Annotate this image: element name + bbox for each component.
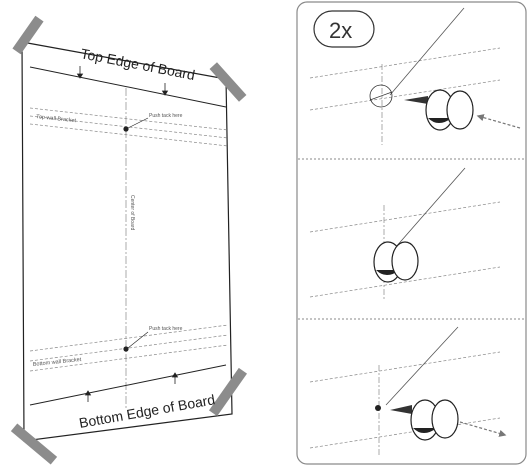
multiplier-badge — [313, 10, 375, 48]
tape-bottom-left — [10, 423, 58, 465]
bottom-edge-arrows — [84, 372, 179, 402]
step-2 — [309, 167, 501, 300]
steps-panel: 2x — [296, 1, 527, 465]
bottom-tack-label: Push tack here — [149, 326, 183, 332]
top-tack-leader — [127, 117, 149, 129]
steps-panel-border — [296, 1, 527, 465]
bottom-edge-line — [29, 364, 227, 406]
step-3-arrow — [459, 421, 507, 437]
step-3-bracket-lines — [309, 351, 501, 449]
bottom-bracket-label: Bottom wall Bracket — [33, 357, 82, 368]
step-3-hole — [375, 405, 381, 411]
top-edge-arrows — [76, 66, 169, 96]
step-3-wire — [385, 326, 459, 406]
top-bracket-label: Top wall Bracket — [36, 114, 77, 124]
bottom-tack-leader — [127, 331, 149, 349]
tape-top-left — [12, 15, 44, 55]
step-1-pushpin — [404, 89, 474, 131]
bottom-tack-dot — [123, 346, 129, 352]
multiplier-label: 2x — [329, 18, 352, 43]
bottom-bracket-lines — [29, 324, 229, 372]
top-tack-dot — [123, 126, 129, 132]
tape-pieces — [10, 15, 248, 465]
top-tack-label: Push tack here — [149, 113, 183, 119]
step-1-arrow — [476, 114, 521, 129]
tape-top-right — [209, 62, 247, 102]
step-2-wire — [394, 167, 466, 249]
step-1-wire — [389, 7, 465, 96]
step-3-pushpin — [390, 399, 459, 441]
step-2-pushpin — [373, 241, 419, 283]
tape-bottom-right — [208, 367, 248, 417]
top-edge-line — [29, 66, 227, 108]
step-1: 2x — [309, 7, 521, 145]
center-label: Center of Board — [129, 195, 135, 231]
step-2-bracket-lines — [309, 201, 501, 298]
step-3 — [309, 326, 507, 455]
top-bracket-lines — [29, 107, 229, 147]
step-1-target-circle — [369, 84, 393, 108]
step-1-bracket-lines — [309, 47, 501, 111]
board-illustration: Top Edge of Board Top wall Bracket Cente… — [10, 15, 248, 465]
